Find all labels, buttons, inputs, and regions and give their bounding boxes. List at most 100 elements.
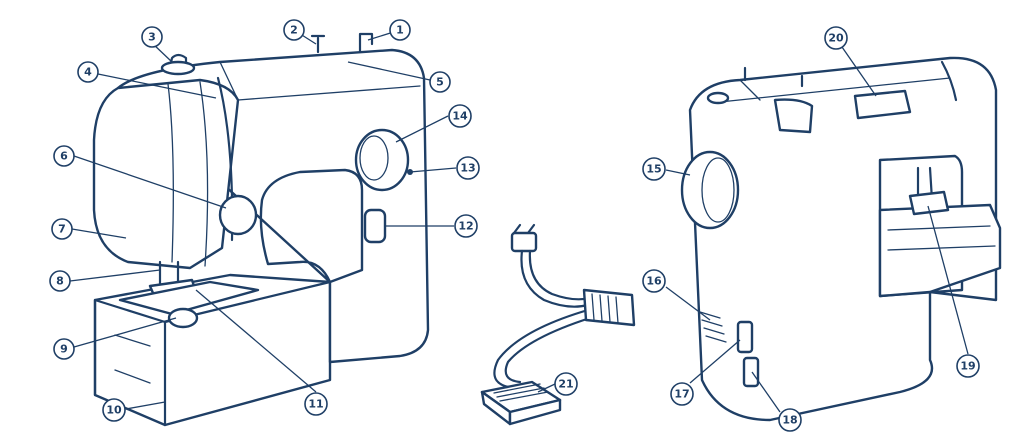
leader-16 bbox=[665, 286, 711, 321]
leader-14 bbox=[395, 115, 449, 143]
leader-15 bbox=[665, 169, 691, 176]
callout-9-label: 9 bbox=[60, 343, 68, 356]
leader-10 bbox=[125, 401, 166, 410]
leader-11 bbox=[195, 289, 317, 393]
callout-9: 9 bbox=[53, 338, 75, 360]
callout-11: 11 bbox=[304, 392, 328, 416]
callout-8-label: 8 bbox=[56, 275, 64, 288]
back-base-lines bbox=[887, 225, 996, 251]
callout-19: 19 bbox=[956, 354, 980, 378]
callout-17-label: 17 bbox=[674, 388, 689, 401]
leader-21 bbox=[537, 383, 556, 393]
callout-10-label: 10 bbox=[106, 404, 122, 417]
side-slot bbox=[363, 208, 387, 244]
callout-15: 15 bbox=[642, 157, 666, 181]
callout-16-label: 16 bbox=[646, 275, 662, 288]
callout-1: 1 bbox=[389, 19, 411, 41]
power-switch bbox=[736, 320, 754, 354]
callout-12: 12 bbox=[454, 214, 478, 238]
power-socket bbox=[742, 356, 760, 388]
back-hand-wheel-rim bbox=[701, 157, 735, 223]
leader-7 bbox=[71, 228, 127, 239]
leader-4 bbox=[97, 73, 217, 99]
leader-13 bbox=[409, 167, 457, 173]
back-view-machine bbox=[680, 56, 1002, 422]
callout-17: 17 bbox=[670, 382, 694, 406]
callout-4-label: 4 bbox=[84, 66, 92, 79]
pedal-cord-2 bbox=[504, 316, 592, 384]
callout-16: 16 bbox=[642, 269, 666, 293]
back-top-bump bbox=[773, 98, 814, 134]
callout-6-label: 6 bbox=[60, 150, 68, 163]
needle-plate bbox=[118, 280, 260, 316]
callout-20: 20 bbox=[824, 26, 848, 50]
leader-17 bbox=[689, 339, 741, 384]
plug-head bbox=[510, 231, 538, 253]
callout-6: 6 bbox=[53, 145, 75, 167]
callout-12-label: 12 bbox=[458, 220, 473, 233]
pedal-grip bbox=[493, 383, 549, 402]
callout-4: 4 bbox=[77, 61, 99, 83]
callout-20-label: 20 bbox=[828, 32, 844, 45]
vent-lines bbox=[699, 311, 727, 343]
leader-9 bbox=[73, 317, 177, 348]
callout-14-label: 14 bbox=[452, 110, 468, 123]
callout-5: 5 bbox=[429, 71, 451, 93]
callout-15-label: 15 bbox=[646, 163, 661, 176]
callout-13-label: 13 bbox=[460, 162, 475, 175]
leader-5 bbox=[347, 61, 431, 81]
callout-13: 13 bbox=[456, 156, 480, 180]
bobbin-winder bbox=[160, 60, 196, 76]
foot-pedal-front bbox=[508, 398, 562, 426]
plug-prongs bbox=[512, 223, 536, 235]
back-hand-wheel bbox=[680, 150, 740, 230]
leader-18 bbox=[751, 371, 781, 413]
callout-18-label: 18 bbox=[782, 414, 797, 427]
callout-18: 18 bbox=[778, 408, 802, 432]
back-bobbin-winder bbox=[706, 91, 730, 105]
base-lines bbox=[114, 334, 151, 384]
front-hand-wheel bbox=[354, 128, 410, 192]
callout-21: 21 bbox=[554, 372, 578, 396]
pedal-cord bbox=[493, 308, 590, 390]
spool-pin-2 bbox=[310, 34, 326, 54]
callout-14: 14 bbox=[448, 104, 472, 128]
callout-7-label: 7 bbox=[58, 223, 66, 236]
spool-cap-3 bbox=[168, 53, 188, 72]
callout-11-label: 11 bbox=[308, 398, 323, 411]
stitch-dial bbox=[218, 194, 258, 236]
base-edges bbox=[93, 280, 332, 427]
callout-10: 10 bbox=[102, 398, 126, 422]
leader-8 bbox=[69, 269, 161, 282]
leader-19 bbox=[927, 205, 969, 355]
back-presser-foot bbox=[908, 190, 950, 216]
callout-19-label: 19 bbox=[960, 360, 975, 373]
callout-21-label: 21 bbox=[558, 378, 573, 391]
front-view-machine bbox=[92, 32, 430, 427]
back-spool-pins bbox=[743, 66, 804, 88]
leader-6 bbox=[73, 155, 227, 209]
leader-20 bbox=[841, 46, 877, 97]
callout-2: 2 bbox=[283, 19, 305, 41]
callout-3-label: 3 bbox=[148, 31, 156, 44]
power-cord-2 bbox=[528, 249, 592, 301]
head-panel-lines bbox=[167, 81, 209, 267]
power-cord bbox=[520, 249, 590, 308]
carry-handle bbox=[853, 89, 912, 120]
front-hand-wheel-rim bbox=[359, 135, 389, 181]
callout-7: 7 bbox=[51, 218, 73, 240]
back-top-rim bbox=[719, 77, 951, 103]
callout-8: 8 bbox=[49, 270, 71, 292]
arm-top-edge bbox=[219, 61, 421, 101]
callout-5-label: 5 bbox=[436, 76, 444, 89]
connector-ribs bbox=[591, 293, 619, 324]
machine-head bbox=[92, 78, 240, 270]
back-thread-guide bbox=[940, 60, 958, 102]
spool-pin-1 bbox=[358, 32, 374, 54]
callout-3: 3 bbox=[141, 26, 163, 48]
power-cord-and-pedal bbox=[480, 223, 636, 426]
bobbin-cover bbox=[167, 307, 199, 329]
callout-badges: 1 2 3 4 5 6 7 8 9 10 11 12 13 14 15 16 1… bbox=[49, 19, 980, 432]
